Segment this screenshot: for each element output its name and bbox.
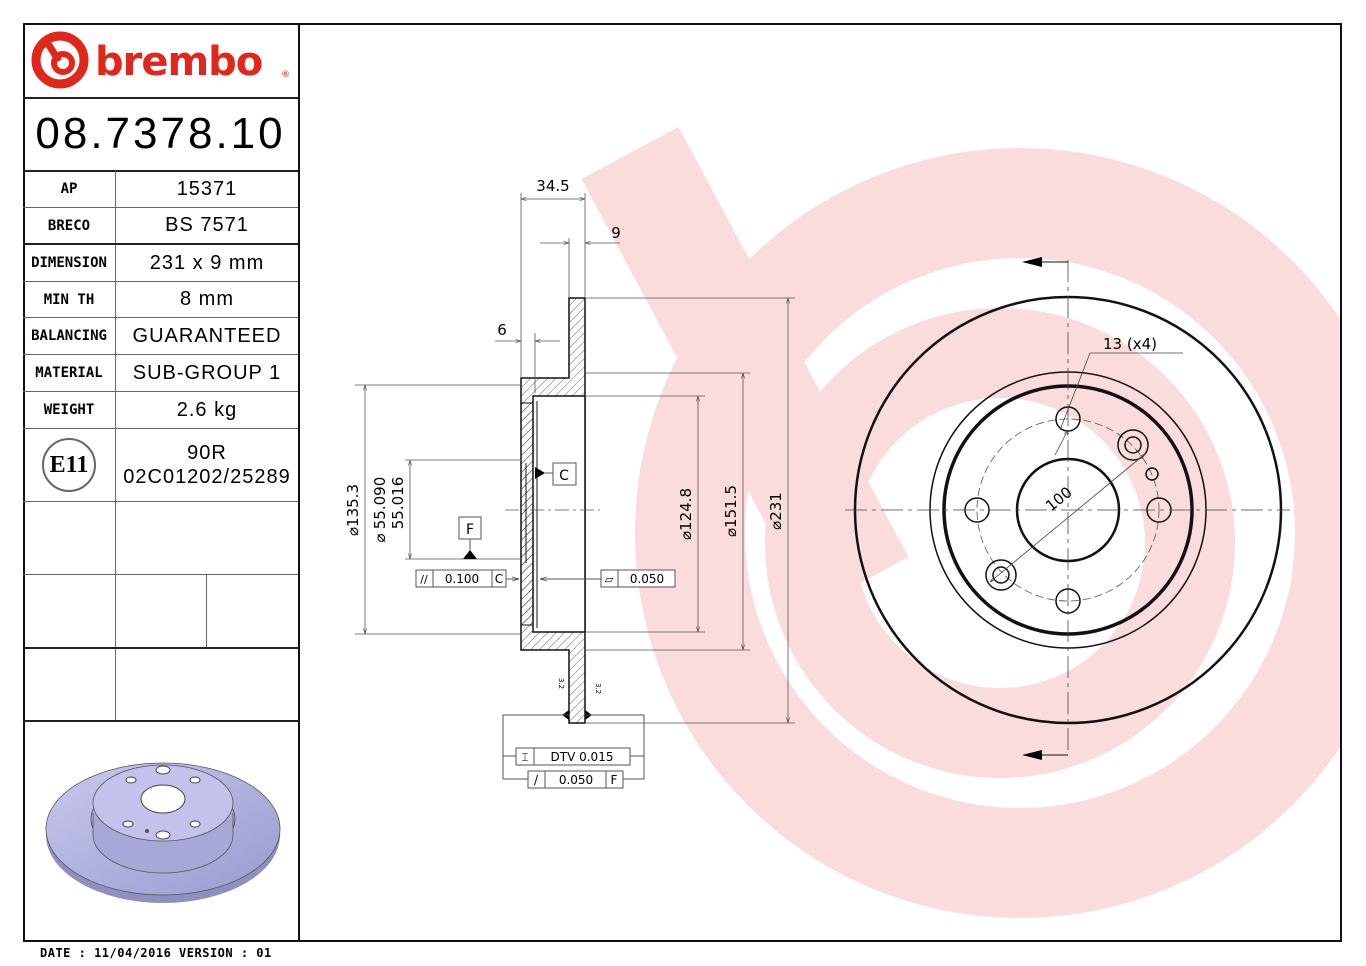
runout-icon: / [534,773,539,787]
dtv-tolerance-frame: ⌶ DTV 0.015 [515,747,631,766]
runout-tolerance-frame: / 0.050 F [527,770,624,789]
spec-value: GUARANTEED [132,324,282,347]
spec-key: BRECO [23,208,116,243]
dim-inner-diameter: ⌀124.8 [677,488,695,540]
brand-name: brembo [95,39,262,85]
spec-key: MATERIAL [23,355,116,391]
dim-disc-thickness: 9 [611,224,621,242]
dim-hat-diameter: ⌀135.3 [344,484,362,536]
spec-key: MIN TH [23,282,116,317]
spec-key: AP [23,171,116,207]
regulation: 90R [187,442,227,464]
parallelism-tolerance-frame: // 0.100 C [415,569,519,588]
e11-mark-icon: E11 [42,438,96,492]
brembo-logo: brembo ® [23,23,298,99]
spec-value: 231 x 9 mm [149,251,265,274]
svg-text:DTV 0.015: DTV 0.015 [551,750,614,764]
svg-text:0.100: 0.100 [445,572,479,586]
blank-row [23,649,298,722]
svg-text:0.050: 0.050 [630,572,664,586]
dim-bore-max: 55.090 [371,477,389,530]
blank-row [23,575,298,649]
dim-bore-min: 55.016 [389,477,407,530]
registered-mark: ® [281,70,290,80]
footer-date-version: DATE : 11/04/2016 VERSION : 01 [40,946,272,960]
spec-value: 8 mm [180,288,234,310]
spec-value: BS 7571 [165,214,249,236]
spec-value: 15371 [176,177,238,200]
dim-overall-height: 34.5 [536,177,569,195]
datum-c-label: C [559,468,569,484]
dim-hat-thickness: 6 [497,321,507,339]
spec-row-weight: WEIGHT 2.6 kg [23,392,298,429]
part-number: 08.7378.10 [23,97,298,172]
dim-friction-inner-diameter: ⌀151.5 [722,485,740,537]
blank-row [23,502,298,575]
dim-outer-diameter: ⌀231 [767,492,785,530]
dim-bore-prefix: ⌀ [371,533,389,542]
roughness-label: 3.2 [594,683,602,694]
datum-f-label: F [466,522,474,538]
svg-text:F: F [611,773,618,787]
spec-row-material: MATERIAL SUB-GROUP 1 [23,355,298,392]
spec-value: 2.6 kg [176,398,238,421]
disc-3d-render [45,762,281,903]
spec-key: BALANCING [23,318,116,354]
svg-text:0.050: 0.050 [559,773,593,787]
drawing-frame [23,23,1342,942]
spec-key: WEIGHT [23,392,116,428]
parallelism-icon: // [420,573,428,586]
brembo-logo-mark-icon: brembo ® [31,31,290,89]
spec-row-balancing: BALANCING GUARANTEED [23,318,298,355]
spec-row-ap: AP 15371 [23,171,298,208]
flatness-tolerance-frame: ▱ 0.050 [540,569,676,588]
section-view: C F // 0.100 C ▱ 0.050 3.2 3.2 ⌶ DTV 0.0… [344,177,795,789]
flatness-icon: ▱ [605,573,614,586]
spec-key: DIMENSION [23,245,116,281]
svg-text:C: C [495,572,503,586]
front-view: 13 (x4) 100 [845,257,1290,760]
roughness-label: 3.2 [557,678,565,689]
spec-value: SUB-GROUP 1 [132,361,282,384]
title-block: brembo ® 08.7378.10 AP 15371 BRECO BS 75… [23,23,300,942]
thickness-variation-icon: ⌶ [521,750,528,764]
bolt-hole-label: 13 (x4) [1103,335,1157,353]
brembo-watermark-logo [581,127,1342,918]
spec-row-breco: BRECO BS 7571 [23,208,298,245]
spec-row-dimension: DIMENSION 231 x 9 mm [23,245,298,282]
spec-row-min-th: MIN TH 8 mm [23,282,298,318]
approval-number: 02C01202/25289 [123,466,291,488]
certification-row: E11 90R 02C01202/25289 [23,429,298,502]
